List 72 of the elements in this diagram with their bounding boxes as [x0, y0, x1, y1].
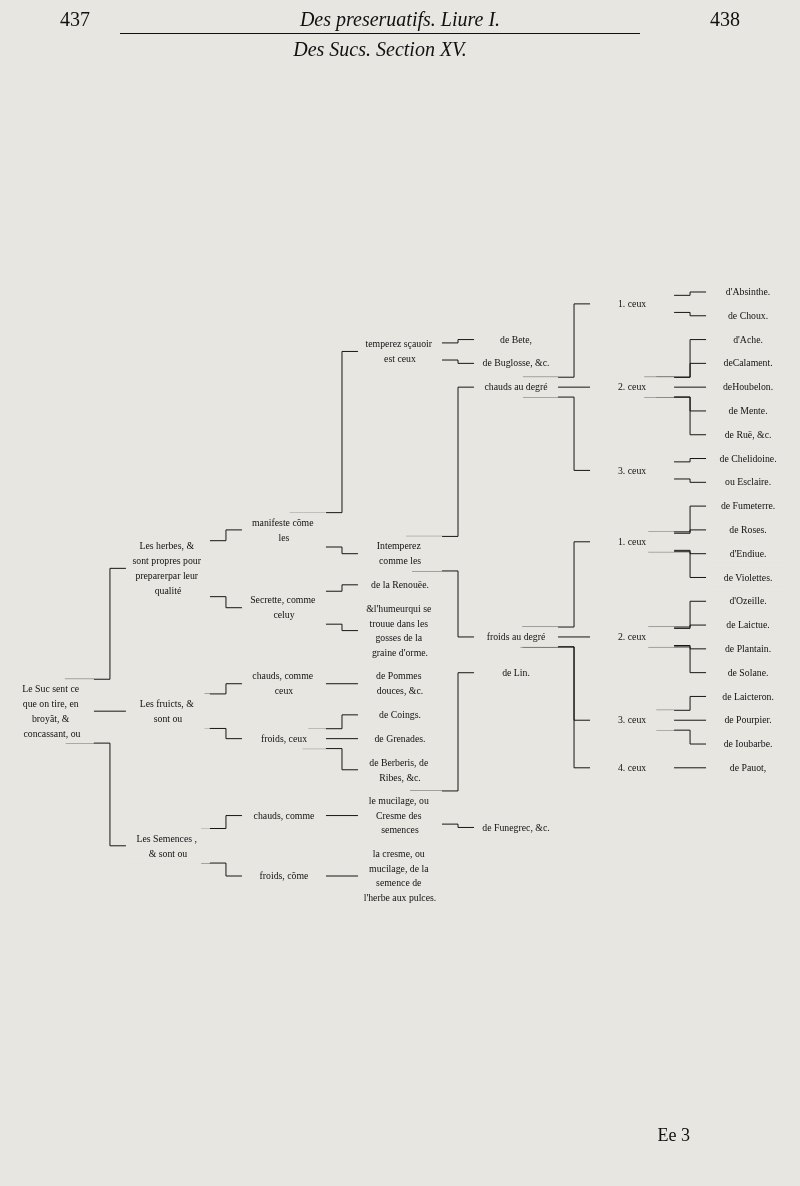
connector — [325, 683, 359, 685]
connector — [673, 529, 707, 534]
node-text: de Choux. — [727, 310, 769, 321]
connector — [441, 339, 475, 344]
connector — [673, 311, 707, 317]
node-text: de la Renouëe. — [371, 579, 429, 590]
node-text: Les fruicts, & sont ou — [139, 698, 194, 724]
connector — [93, 710, 127, 712]
node-text: de Mente. — [728, 405, 768, 416]
connector — [673, 386, 707, 388]
connector — [673, 645, 707, 650]
node-text: de Laicteron. — [722, 691, 774, 702]
connector — [673, 719, 707, 721]
node-text: d'Ozeille. — [729, 595, 767, 607]
node-text: de Berberis, de Ribes, &c. — [369, 757, 429, 783]
connector — [325, 546, 359, 555]
node-text: d'Ache. — [733, 334, 763, 345]
connector — [441, 823, 475, 828]
node-text: de Coings. — [379, 709, 421, 720]
node-text: 4. ceux — [617, 762, 647, 773]
node-text: de Ruë, &c. — [724, 429, 772, 440]
node-text: d'Endiue. — [729, 548, 767, 559]
node-text: de Grenades. — [374, 733, 426, 744]
node-text: ou Esclaire. — [724, 476, 772, 488]
connector — [325, 815, 359, 817]
node-text: de Ioubarbe. — [723, 738, 773, 750]
connector — [209, 596, 243, 609]
connector — [673, 767, 707, 769]
node-text: de Pommes douces, &c. — [376, 671, 424, 697]
node-text: la cresme, ou mucilage, de la semence de l'herbe aux pulces. — [363, 848, 437, 904]
node-text: de Roses. — [729, 524, 767, 535]
node-text: de Buglosse, &c. — [482, 357, 550, 369]
node-text: de Funegrec, &c. — [482, 822, 550, 833]
connector — [673, 624, 707, 629]
node-text: 1. ceux — [617, 298, 647, 309]
node-text: de Violettes. — [723, 572, 773, 583]
running-head: Des preseruatifs. Liure I. — [299, 8, 501, 31]
node-text: de Chelidoine. — [719, 453, 777, 464]
node-text: chauds, comme — [253, 810, 315, 821]
node-text: &l'humeurqui se trouue dans les gosses de la graine d'orme. — [366, 603, 432, 658]
node-text: de Fumeterre. — [720, 500, 776, 512]
node-text: de Laictue. — [726, 619, 770, 631]
connector — [325, 584, 359, 592]
signature-mark: Ee 3 — [657, 1125, 690, 1145]
node-text: Les herbes, & sont propres pour preparerpar leur qualité — [132, 540, 201, 596]
node-text: de Pauot, — [729, 762, 767, 773]
node-text: de Plantain. — [724, 643, 772, 654]
node-text: froids, cõme — [259, 870, 309, 882]
connector — [209, 529, 243, 542]
node-text: de Solane. — [727, 667, 769, 678]
node-text: Les Semences , & sont ou — [136, 833, 197, 859]
connector — [557, 386, 591, 388]
connector — [673, 478, 707, 483]
node-text: d'Absinthe. — [725, 286, 771, 298]
connector — [441, 359, 475, 364]
connector — [325, 738, 359, 740]
node-text: de Lin. — [502, 667, 530, 678]
connector — [325, 623, 359, 632]
connector — [673, 549, 707, 555]
node-text: Secrette, comme celuy — [250, 595, 316, 621]
section-title: Des Sucs. Section XV. — [120, 33, 640, 61]
node-text: 3. ceux — [617, 465, 647, 476]
node-text: deCalament. — [723, 357, 773, 369]
node-text: deHoubelon. — [722, 381, 774, 393]
page-number: 438 — [710, 8, 740, 31]
connector — [673, 291, 707, 296]
page-number: 437 — [60, 8, 90, 31]
connector — [673, 458, 707, 463]
node-text: temperez sçauoir est ceux — [365, 338, 433, 364]
node-text: chauds, comme ceux — [252, 671, 314, 697]
node-text: de Pourpier. — [724, 714, 772, 726]
node-text: de Bete, — [500, 334, 533, 345]
